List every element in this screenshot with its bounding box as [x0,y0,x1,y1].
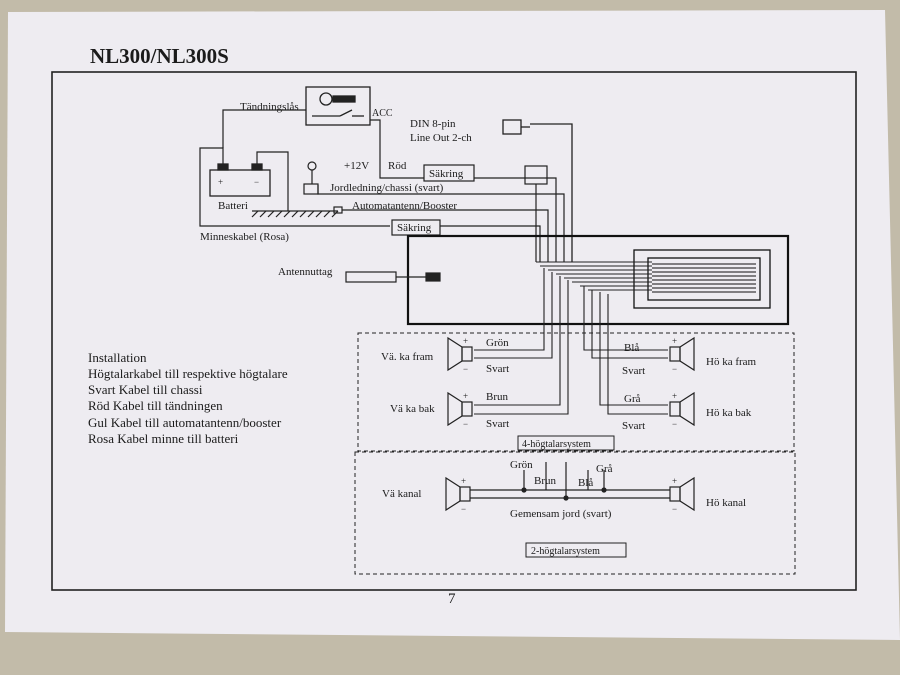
four-speaker-system-label: 4-högtalarsystem [517,435,615,451]
rc-minus: − [672,504,677,514]
lf-plus: + [463,336,468,346]
installation-line: Röd Kabel till tändningen [88,398,223,413]
page-title: NL300/NL300S [90,44,229,68]
four-speaker-box [357,332,795,452]
right-rear-label: Hö ka bak [706,407,752,419]
right-channel-label: Hö kanal [706,497,746,509]
speaker-left-channel [445,476,471,512]
left-front-label: Vä. ka fram [381,351,434,363]
speaker-left-rear [447,391,473,427]
ignition-switch [305,86,371,126]
head-unit [406,234,790,326]
green-2-label: Grön [510,459,533,471]
rr-black-label: Svart [622,420,645,432]
two-speaker-system-label: 2-högtalarsystem [525,542,627,558]
svg-text:−: − [254,177,259,187]
lr-black-label: Svart [486,418,509,430]
din-connector [502,119,573,262]
installation-notes: Installation Högtalarkabel till respekti… [88,350,288,446]
din-label: DIN 8-pin [410,118,456,130]
green-wire-label: Grön [486,337,509,349]
installation-line: Gul Kabel till automatantenn/booster [88,415,282,430]
blue-2-label: Blå [578,477,593,489]
speaker-right-front [669,336,695,372]
svg-text:+: + [218,177,223,187]
speaker-right-rear [669,391,695,427]
speaker-left-front [447,336,473,372]
red-wire-label: Röd [388,160,407,172]
lf-minus: − [463,364,468,374]
rf-plus: + [672,336,677,346]
left-rear-label: Vä ka bak [390,403,435,415]
fuse-memory-line: Säkring [391,219,441,236]
svg-text:Säkring: Säkring [429,168,464,180]
blue-wire-label: Blå [624,342,639,354]
lc-minus: − [461,504,466,514]
left-channel-label: Vä kanal [382,488,421,500]
svg-text:Säkring: Säkring [397,222,432,234]
battery: + − [209,163,271,197]
lr-plus: + [463,391,468,401]
rr-plus: + [672,391,677,401]
ground-wire-label: Jordledning/chassi (svart) [330,182,444,194]
speaker-right-channel [669,476,695,512]
rf-black-label: Svart [622,365,645,377]
rr-minus: − [672,419,677,429]
page-number: 7 [448,591,456,607]
gray-2-label: Grå [596,463,613,475]
auto-antenna-label: Automatantenn/Booster [352,200,457,212]
svg-text:4-högtalarsystem: 4-högtalarsystem [522,439,591,450]
gray-wire-label: Grå [624,393,641,405]
line-out-label: Line Out 2-ch [410,132,472,144]
installation-line: Högtalarkabel till respektive högtalare [88,366,288,381]
wire-bundle [474,261,668,415]
two-speaker-box [354,451,796,575]
brown-2-label: Brun [534,475,557,487]
memory-cable-label: Minneskabel (Rosa) [200,231,289,243]
svg-text:2-högtalarsystem: 2-högtalarsystem [531,546,600,557]
brown-wire-label: Brun [486,391,509,403]
right-front-label: Hö ka fram [706,356,757,368]
installation-line: Svart Kabel till chassi [88,382,203,397]
battery-label: Batteri [218,200,248,212]
rc-plus: + [672,476,677,486]
installation-line: Rosa Kabel minne till batteri [88,431,239,446]
lr-minus: − [463,419,468,429]
lc-plus: + [461,476,466,486]
installation-line: Installation [88,350,147,365]
fuse-red-line: Säkring [423,164,475,182]
acc-label: ACC [372,108,393,119]
antenna-socket-label: Antennuttag [278,266,333,278]
power-wiring [199,109,565,262]
antenna-plug [345,271,441,283]
diagram-frame [51,71,857,591]
ground-symbol [251,210,339,218]
lf-black-label: Svart [486,363,509,375]
two-speaker-wiring [470,462,670,501]
common-ground-label: Gemensam jord (svart) [510,508,612,520]
rf-minus: − [672,364,677,374]
plus-12v-label: +12V [344,160,369,172]
ignition-label: Tändningslås [240,101,299,113]
